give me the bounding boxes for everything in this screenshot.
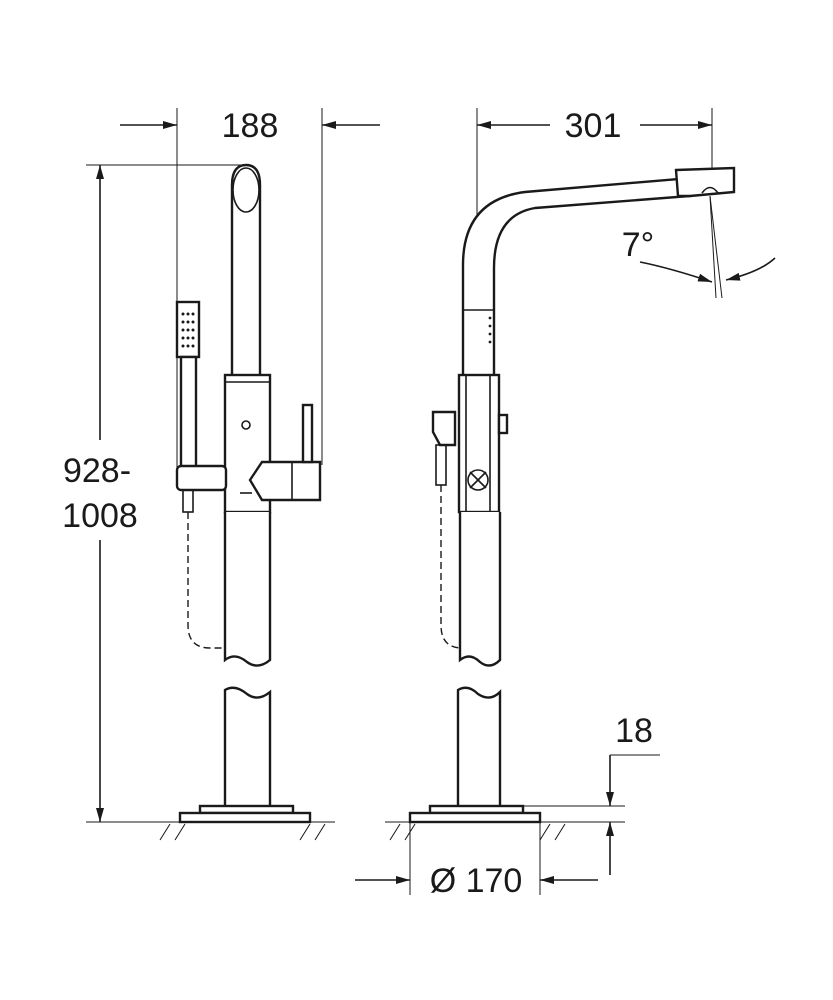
faucet-side — [385, 166, 736, 841]
dimension-diameter: Ø 170 — [355, 822, 598, 900]
faucet-front — [155, 163, 335, 841]
dimension-label-angle: 7° — [622, 226, 655, 264]
front-view: 188 928- 1008 — [60, 107, 380, 841]
dimension-301: 301 — [476, 107, 713, 250]
dimension-label-height-max: 1008 — [62, 497, 138, 535]
dimension-18: 18 — [523, 712, 660, 875]
dimension-188: 188 — [120, 107, 380, 470]
dimension-angle: 7° — [622, 195, 776, 299]
dimension-height: 928- 1008 — [60, 164, 330, 823]
dimension-label-width: 188 — [222, 107, 279, 145]
side-view: 301 — [355, 107, 776, 900]
dimension-label-height-min: 928- — [63, 452, 131, 490]
dimension-label-reach: 301 — [565, 107, 622, 145]
dimension-label-diameter: Ø 170 — [430, 862, 523, 900]
dimension-label-thickness: 18 — [615, 712, 653, 750]
